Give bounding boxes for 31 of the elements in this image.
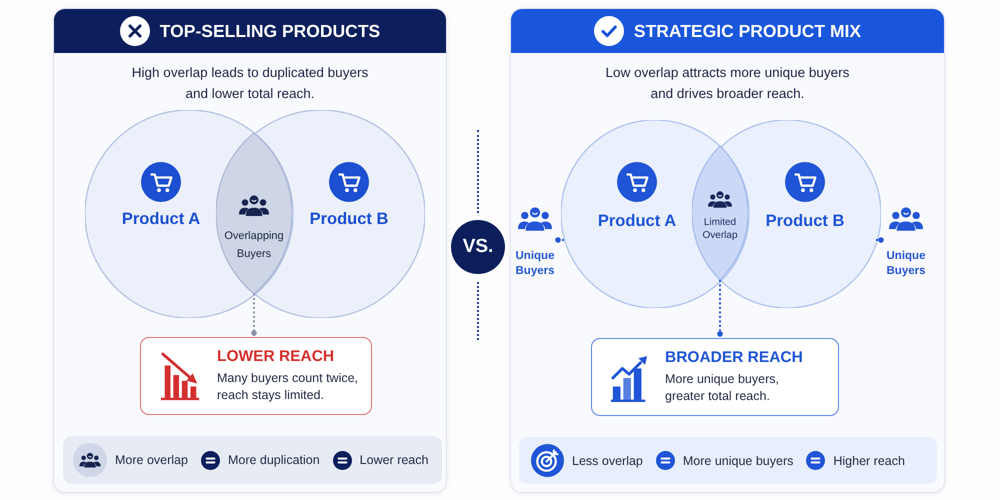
callout-title: BROADER REACH [665, 349, 803, 367]
product-label: Product A [122, 209, 200, 229]
callout-text: Many buyers count twice, reach stays limited. [217, 370, 360, 404]
summary-text: Less overlap [572, 454, 643, 468]
overlap-label: Limited Overlap [701, 216, 738, 242]
summary-text: Lower reach [360, 453, 428, 467]
product-label: Product B [766, 211, 844, 231]
product-label: Product B [310, 209, 388, 229]
panel-subtitle: Low overlap attracts more unique buyers and drives broader reach. [604, 64, 850, 103]
callout-card [140, 337, 372, 415]
summary-text: Higher reach [833, 454, 905, 468]
panel-title: STRATEGIC PRODUCT MIX [634, 20, 862, 42]
product-label: Product A [598, 211, 676, 231]
summary-bar [519, 437, 937, 484]
panel-title: TOP-SELLING PRODUCTS [160, 20, 380, 42]
summary-text: More duplication [228, 453, 320, 467]
callout-card [591, 338, 839, 416]
unique-buyers-label: Unique Buyers [886, 249, 926, 279]
connector-line [555, 237, 564, 243]
overlap-label: Overlapping Buyers [223, 228, 285, 262]
summary-bar [63, 436, 442, 484]
callout-title: LOWER REACH [217, 348, 334, 366]
unique-buyers-label: Unique Buyers [514, 249, 556, 279]
callout-text: More unique buyers, greater total reach. [665, 371, 780, 405]
summary-text: More unique buyers [682, 454, 794, 468]
panel-subtitle: High overlap leads to duplicated buyers and lower total reach. [130, 64, 370, 103]
comparison-panel [53, 8, 447, 493]
summary-text: More overlap [115, 453, 188, 467]
vs-badge: VS. [451, 220, 505, 274]
comparison-panel [510, 8, 945, 493]
connector-line [876, 237, 884, 243]
